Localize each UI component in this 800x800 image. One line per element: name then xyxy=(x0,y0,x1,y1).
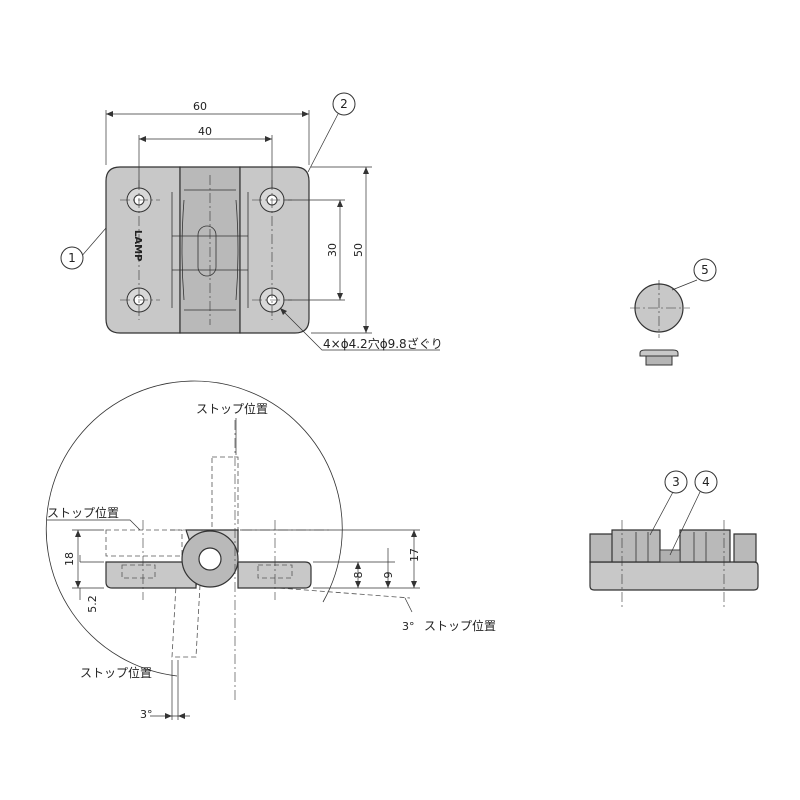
callout-1-bubble xyxy=(60,246,84,270)
side-right-leaf xyxy=(237,561,312,589)
angle-bottom-3deg: 3° xyxy=(140,708,153,721)
dim-side-9: 9 xyxy=(382,572,395,579)
stop-label-right: ストップ位置 xyxy=(424,618,496,633)
callout-3-bubble xyxy=(664,470,688,494)
stop-position-up xyxy=(211,456,239,531)
dim-hole-pitch-30: 30 xyxy=(326,243,339,257)
dim-side-18: 18 xyxy=(63,552,76,566)
dim-side-8: 8 xyxy=(352,572,365,579)
angle-right-3deg: 3° xyxy=(402,620,415,633)
callout-4-label: 4 xyxy=(702,475,710,489)
dim-side-5-2: 5.2 xyxy=(86,595,99,613)
side-view: 18 5.2 8 9 17 3° ストップ位置 3° ストップ位置 ストップ位置… xyxy=(45,380,496,721)
callout-2-label: 2 xyxy=(340,97,348,111)
dim-width-60: 60 xyxy=(193,100,207,113)
callout-3-label: 3 xyxy=(672,475,680,489)
cap-view: 5 xyxy=(630,258,717,366)
pin-slot xyxy=(197,225,217,277)
left-leaf xyxy=(105,166,181,334)
side-pin xyxy=(198,547,222,571)
swing-arc xyxy=(45,380,343,677)
dim-hole-spacing-40: 40 xyxy=(198,125,212,138)
callout-5-bubble xyxy=(693,258,717,282)
cap-side-head xyxy=(639,349,679,357)
stop-label-bottom: ストップ位置 xyxy=(80,665,152,680)
dim-side-17: 17 xyxy=(408,548,421,562)
stop-label-top: ストップ位置 xyxy=(196,401,268,416)
stop-position-left xyxy=(105,529,183,557)
callout-2-bubble xyxy=(332,92,356,116)
right-leaf xyxy=(239,166,310,334)
end-body xyxy=(589,561,759,591)
end-view: 3 4 xyxy=(589,470,759,610)
cap-side-stem xyxy=(645,355,673,366)
stop-label-left: ストップ位置 xyxy=(47,505,119,520)
stop-position-down xyxy=(171,584,201,658)
callout-1-label: 1 xyxy=(68,251,76,265)
end-pin-gap xyxy=(659,549,681,563)
callout-5-label: 5 xyxy=(701,263,709,277)
callout-4-bubble xyxy=(694,470,718,494)
hole-spec-note: 4×ϕ4.2穴ϕ9.8ざぐり xyxy=(323,336,443,351)
brand-mark: LAMP xyxy=(132,230,143,261)
top-view: LAMP 60 40 30 50 4×ϕ4.2穴ϕ9.8ざぐり 1 2 xyxy=(60,92,443,351)
dim-height-50: 50 xyxy=(352,243,365,257)
